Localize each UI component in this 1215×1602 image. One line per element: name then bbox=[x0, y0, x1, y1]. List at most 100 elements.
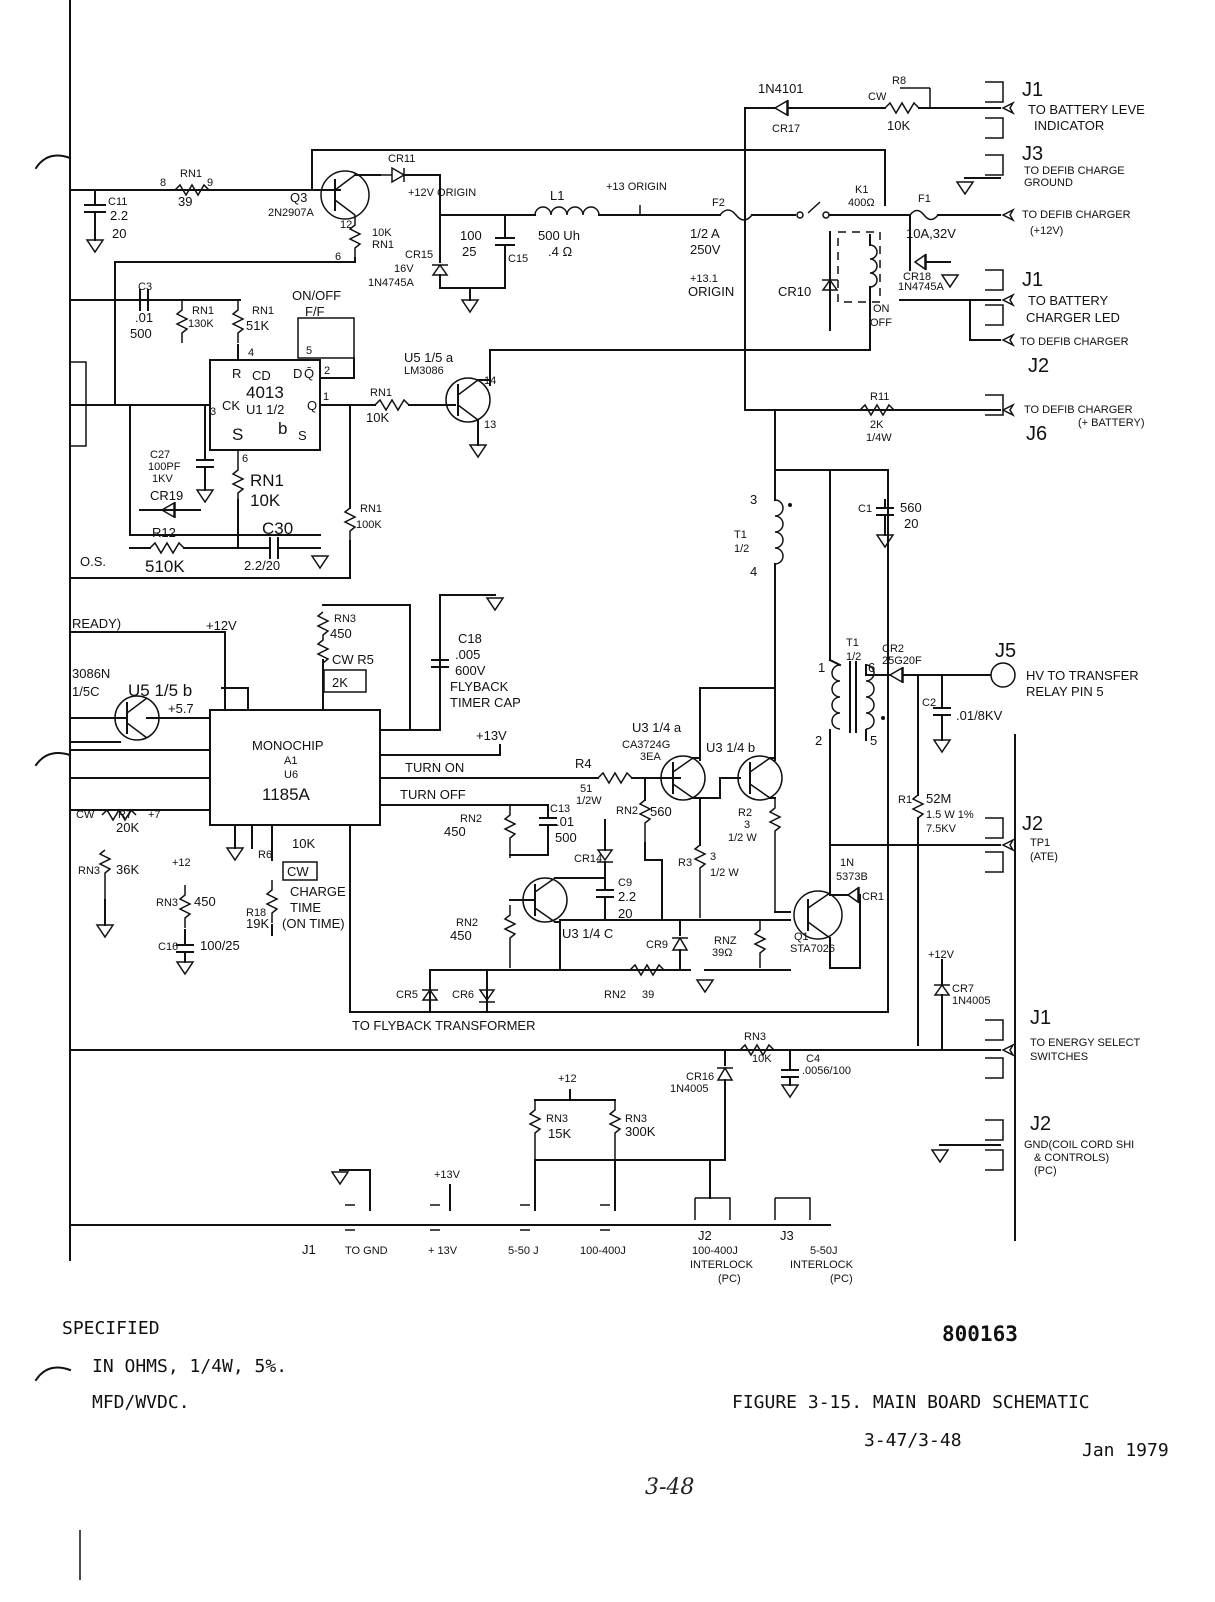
label-cr15-voltage: 16V bbox=[394, 263, 414, 275]
label-c13: C13 bbox=[550, 803, 570, 815]
label-r2-watt: 1/2 W bbox=[728, 832, 757, 844]
label-cr11: CR11 bbox=[388, 153, 415, 165]
label-c11-voltage: 20 bbox=[112, 226, 126, 241]
label-c18-value: .005 bbox=[455, 647, 480, 662]
binder-mark bbox=[34, 1366, 72, 1382]
figure-number: 800163 bbox=[942, 1322, 1018, 1346]
label-u5b: U5 1/5 b bbox=[128, 681, 192, 700]
label-r18: R18 bbox=[246, 907, 266, 919]
label-pin: 5 bbox=[870, 733, 877, 748]
label-450: 450 bbox=[194, 894, 216, 909]
label-cr2: CR2 bbox=[882, 643, 904, 655]
label-u6: U6 bbox=[284, 769, 298, 781]
label-pin-b: b bbox=[278, 419, 287, 438]
label-turn-off: TURN OFF bbox=[400, 787, 466, 802]
label-cr2-part: 25G20F bbox=[882, 655, 922, 667]
label-r4-watt: 1/2W bbox=[576, 795, 602, 807]
label-cr18: CR18 bbox=[903, 271, 931, 283]
label-a1: A1 bbox=[284, 755, 297, 767]
label-c27-voltage: 1KV bbox=[152, 473, 173, 485]
label-c1: C1 bbox=[858, 503, 872, 515]
label-1n: 1N bbox=[840, 857, 854, 869]
label-monochip: MONOCHIP bbox=[252, 738, 324, 753]
label-j5: J5 bbox=[995, 640, 1016, 662]
label-pin: 3 bbox=[210, 406, 216, 418]
label-13v: +13V bbox=[434, 1169, 461, 1181]
label-pin: 3 bbox=[750, 492, 757, 507]
label-cd: CD bbox=[252, 368, 271, 383]
label-pc: (PC) bbox=[830, 1273, 853, 1285]
label-r39: 39 bbox=[178, 194, 192, 209]
label-r1: R1 bbox=[898, 794, 912, 806]
label-c27-value: 100PF bbox=[148, 461, 181, 473]
label-r1-value: 52M bbox=[926, 791, 951, 806]
label-rn1: RN1 bbox=[360, 503, 382, 515]
label-rn2: RN2 bbox=[456, 917, 478, 929]
label-12v: +12V bbox=[206, 618, 237, 633]
label-cr14: CR14 bbox=[574, 853, 602, 865]
label-u3a: U3 1/4 a bbox=[632, 720, 682, 735]
label-12v: (+12V) bbox=[1030, 225, 1063, 237]
label-r4: R4 bbox=[575, 756, 592, 771]
label-rn3: RN3 bbox=[546, 1113, 568, 1125]
label-pin-d: D bbox=[293, 366, 302, 381]
label-q3-part: 2N2907A bbox=[268, 207, 315, 219]
label-to-defib-charger: TO DEFIB CHARGER bbox=[1022, 209, 1131, 221]
label-j3: J3 bbox=[1022, 143, 1043, 165]
label-pc: (PC) bbox=[1034, 1165, 1057, 1177]
label-c1-voltage: 20 bbox=[904, 516, 918, 531]
label-j1: J1 bbox=[1030, 1007, 1051, 1029]
label-rn1: RN1 bbox=[192, 305, 214, 317]
label-ground: GROUND bbox=[1024, 177, 1073, 189]
label-5373b: 5373B bbox=[836, 871, 868, 883]
label-c2: C2 bbox=[922, 697, 936, 709]
label-ready: READY) bbox=[72, 616, 121, 631]
label-3ea: 3EA bbox=[640, 751, 661, 763]
label-c18-voltage: 600V bbox=[455, 663, 486, 678]
label-f1-value: 10A,32V bbox=[906, 226, 956, 241]
label-12: +12 bbox=[172, 857, 191, 869]
label-on-time: (ON TIME) bbox=[282, 916, 345, 931]
label-300k: 300K bbox=[625, 1124, 656, 1139]
label-tp1: TP1 bbox=[1030, 837, 1050, 849]
label-450: 450 bbox=[444, 824, 466, 839]
label-r12: R12 bbox=[152, 525, 176, 540]
label-cw: CW bbox=[76, 809, 95, 821]
label-13v: +13V bbox=[476, 728, 507, 743]
label-3086n: 3086N bbox=[72, 666, 110, 681]
label-c9: C9 bbox=[618, 877, 632, 889]
label-u5c: 1/5C bbox=[72, 684, 99, 699]
label-j2: J2 bbox=[1022, 813, 1043, 835]
label-pin-qbar: Q̄ bbox=[304, 366, 314, 381]
label-39-ohm: 39Ω bbox=[712, 947, 732, 959]
label-hv-to-transfer: HV TO TRANSFER bbox=[1026, 668, 1139, 683]
label-ff: F/F bbox=[305, 304, 325, 319]
label-f1: F1 bbox=[918, 193, 931, 205]
label-cr7-part: 1N4005 bbox=[952, 995, 991, 1007]
label-switches: SWITCHES bbox=[1030, 1051, 1088, 1063]
label-k1: K1 bbox=[855, 184, 868, 196]
label-j2: J2 bbox=[1028, 355, 1049, 377]
label-l1-resistance: .4 Ω bbox=[548, 244, 572, 259]
label-cr17: CR17 bbox=[772, 123, 800, 135]
label-10k: 10K bbox=[250, 491, 281, 510]
handwritten-page-number: 3-48 bbox=[645, 1475, 695, 1500]
label-cr10: CR10 bbox=[778, 284, 811, 299]
label-rn3: RN3 bbox=[78, 865, 100, 877]
figure-date: Jan 1979 bbox=[1082, 1440, 1169, 1461]
note-mfd: MFD/WVDC. bbox=[92, 1392, 190, 1413]
label-r7-value: 20K bbox=[116, 820, 139, 835]
label-1n4101: 1N4101 bbox=[758, 81, 804, 96]
label-r3: R3 bbox=[678, 857, 692, 869]
label-15k: 15K bbox=[548, 1126, 571, 1141]
label-19k: 19K bbox=[246, 916, 269, 931]
label-39: 39 bbox=[642, 989, 654, 1001]
label-u5a: U5 1/5 a bbox=[404, 350, 454, 365]
label-c3-voltage: 500 bbox=[130, 326, 152, 341]
label-to-battery-level: TO BATTERY LEVE bbox=[1028, 102, 1145, 117]
label-cw: CW bbox=[868, 91, 887, 103]
label-battery: (+ BATTERY) bbox=[1078, 417, 1145, 429]
label-c4: C4 bbox=[806, 1053, 820, 1065]
label-r6: R6 bbox=[258, 849, 272, 861]
